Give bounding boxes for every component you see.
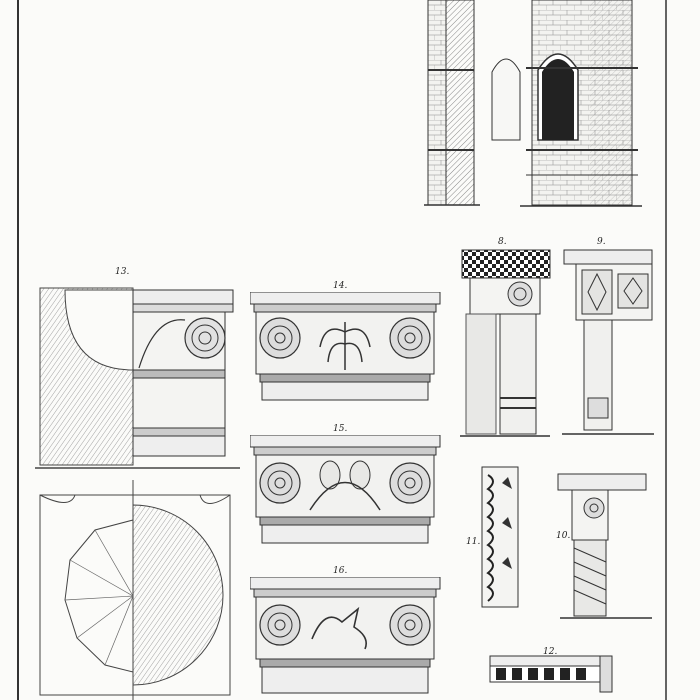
figure-9-column-detail: [562, 249, 654, 435]
figure-8-column-detail: [460, 249, 551, 437]
figure-13-capital-section: [35, 287, 240, 700]
figure-14-label: 14.: [333, 281, 348, 291]
figure-12-cornice-detail: [489, 655, 613, 693]
figure-15-label: 15.: [333, 424, 348, 434]
tower-elevation-figure: [424, 0, 642, 207]
figure-16-capital: [250, 577, 441, 694]
figure-15-capital: [250, 435, 441, 544]
figure-12-label: 12.: [543, 647, 558, 657]
figure-11-label: 11.: [466, 537, 481, 547]
figure-13-label: 13.: [115, 267, 130, 277]
figure-16-label: 16.: [333, 566, 348, 576]
figure-10-column-detail: [557, 473, 652, 619]
figure-8-label: 8.: [498, 237, 507, 247]
figure-10-label: 10.: [556, 531, 571, 541]
figure-9-label: 9.: [597, 237, 606, 247]
figure-11-molding-detail: [481, 466, 519, 608]
figure-14-capital: [250, 292, 441, 401]
